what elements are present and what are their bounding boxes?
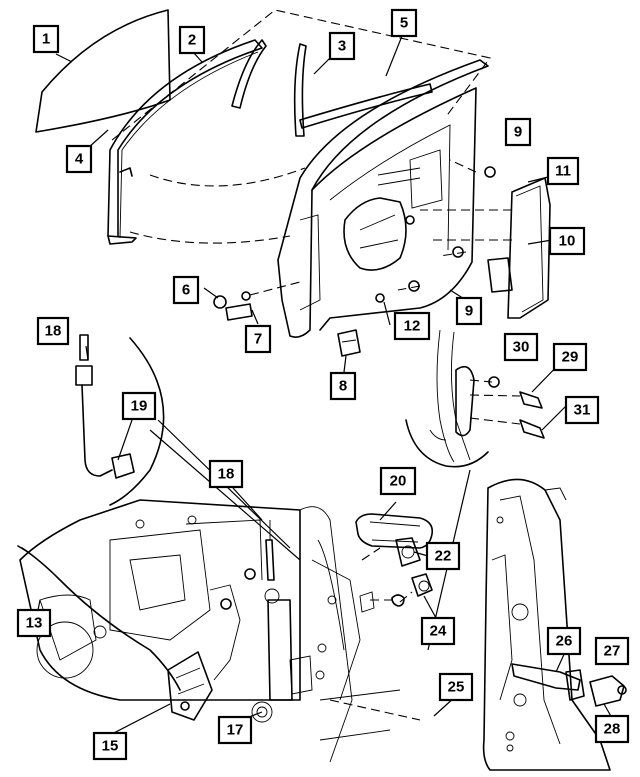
callout-9-lower: 9 [455, 296, 483, 326]
callout-11: 11 [546, 156, 580, 186]
callout-18-upper: 18 [36, 316, 70, 346]
svg-text:7: 7 [254, 331, 262, 348]
door-shell [277, 59, 489, 338]
callout-1: 1 [32, 24, 60, 54]
callout-labels: 1 2 3 4 5 6 7 8 [16, 8, 630, 761]
svg-text:8: 8 [339, 378, 347, 395]
svg-text:28: 28 [604, 721, 621, 738]
svg-text:3: 3 [338, 38, 346, 55]
svg-text:9: 9 [465, 303, 473, 320]
bolt-fasteners [213, 166, 496, 309]
svg-text:13: 13 [26, 615, 43, 632]
outside-handle-assembly [355, 513, 434, 613]
svg-text:24: 24 [430, 623, 447, 640]
callout-19: 19 [121, 391, 157, 421]
outside-door-handle [355, 513, 434, 549]
callout-12: 12 [393, 311, 431, 341]
inner-door-panel [17, 499, 421, 763]
svg-text:4: 4 [75, 151, 84, 168]
door-check-strap [225, 303, 253, 321]
callout-8: 8 [329, 371, 357, 401]
svg-text:9: 9 [514, 124, 522, 141]
svg-text:18: 18 [45, 323, 62, 340]
svg-text:25: 25 [448, 679, 465, 696]
svg-text:22: 22 [435, 548, 452, 565]
remote-control-cable [21, 547, 181, 691]
window-regulator [507, 177, 551, 319]
leader-lines [35, 35, 613, 737]
callout-17: 17 [217, 715, 253, 745]
svg-text:12: 12 [404, 318, 421, 335]
svg-text:6: 6 [182, 282, 190, 299]
door-end-panel [267, 599, 293, 701]
outer-belt-seal [293, 43, 307, 137]
svg-text:18: 18 [218, 466, 235, 483]
svg-text:17: 17 [227, 722, 244, 739]
svg-text:31: 31 [574, 402, 591, 419]
callout-4: 4 [65, 144, 93, 174]
lock-cable-detail [75, 334, 301, 561]
callout-9-upper: 9 [504, 117, 532, 147]
svg-text:19: 19 [131, 398, 148, 415]
callout-25: 25 [438, 672, 474, 702]
svg-text:29: 29 [562, 349, 579, 366]
pillar-zoom-arc [405, 419, 489, 468]
callout-13: 13 [16, 608, 52, 638]
callout-24: 24 [420, 616, 456, 646]
callout-3: 3 [328, 31, 356, 61]
belt-weatherstrip [231, 39, 267, 109]
svg-text:30: 30 [513, 339, 530, 356]
callout-20: 20 [379, 466, 417, 496]
callout-18-lower: 18 [208, 459, 244, 489]
callout-10: 10 [548, 226, 586, 256]
svg-text:20: 20 [390, 473, 407, 490]
latch-assembly [167, 651, 213, 721]
callout-15: 15 [92, 731, 128, 761]
window-glass [35, 9, 171, 133]
svg-text:2: 2 [188, 32, 196, 49]
callout-31: 31 [564, 395, 600, 425]
callout-28: 28 [594, 714, 630, 744]
svg-text:5: 5 [400, 15, 408, 32]
regulator-opening [343, 197, 407, 271]
callout-29: 29 [552, 342, 588, 372]
svg-text:26: 26 [556, 633, 573, 650]
callout-2: 2 [178, 25, 206, 55]
svg-text:15: 15 [102, 738, 119, 755]
door-latch [337, 329, 361, 357]
callout-7: 7 [244, 324, 272, 354]
svg-text:27: 27 [604, 643, 621, 660]
speaker-opening [36, 621, 94, 679]
svg-text:1: 1 [42, 31, 50, 48]
callout-30: 30 [503, 332, 539, 362]
callout-22: 22 [425, 541, 461, 571]
callout-27: 27 [594, 636, 630, 666]
inside-lock-rod [265, 539, 275, 581]
detail-zoom-arc [109, 337, 165, 506]
door-striker [511, 663, 581, 691]
callout-5: 5 [390, 8, 418, 38]
lock-cylinder [411, 573, 433, 597]
upper-door-assembly [35, 9, 551, 357]
callout-6: 6 [172, 275, 200, 305]
callout-26: 26 [546, 626, 582, 656]
svg-text:11: 11 [555, 163, 571, 180]
striker-bolt [589, 675, 625, 707]
door-seal-strip [299, 83, 433, 129]
svg-text:10: 10 [559, 233, 576, 250]
